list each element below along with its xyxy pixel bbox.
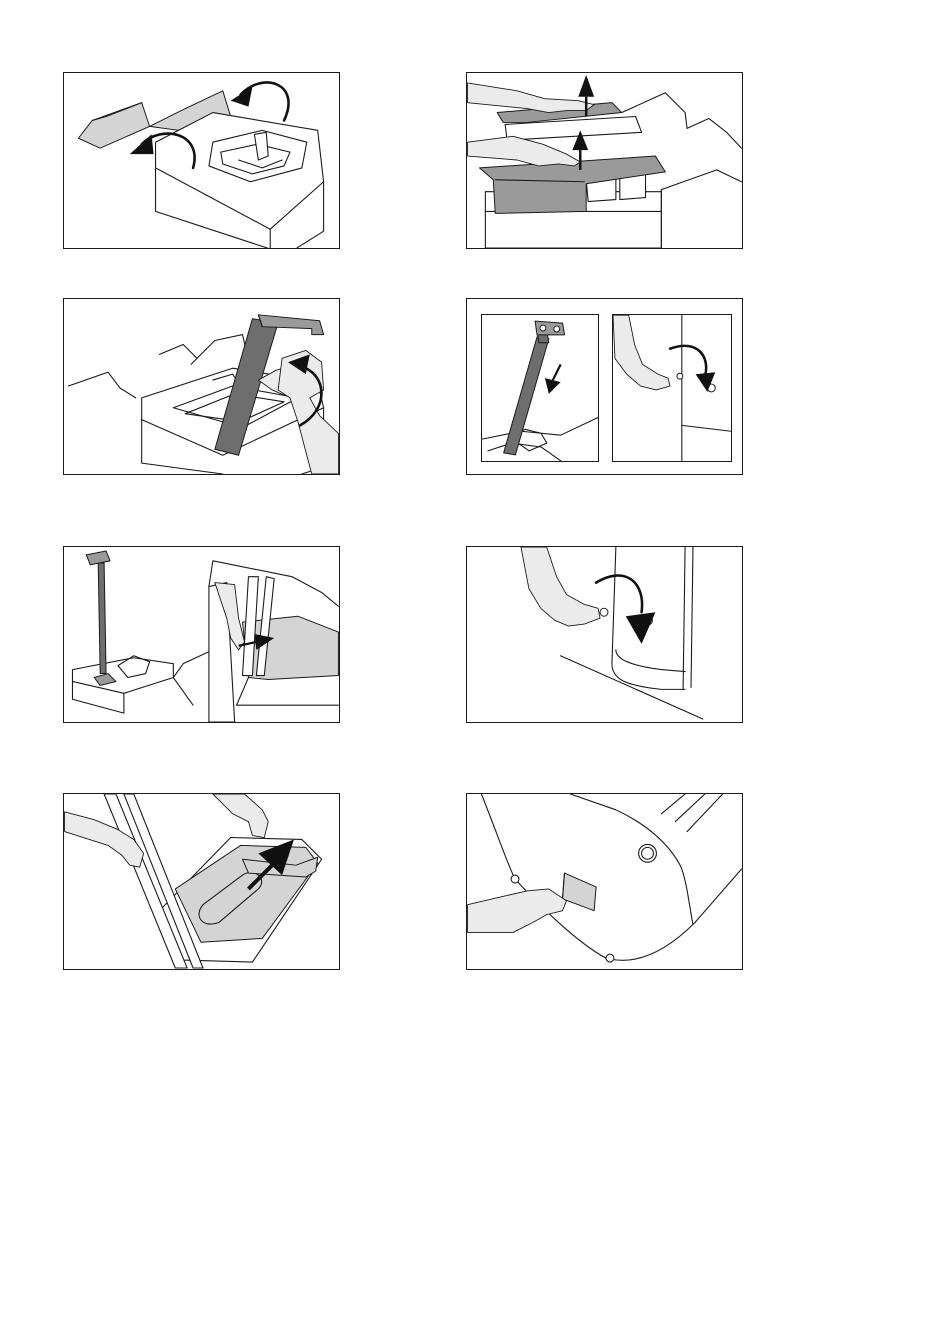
hand-icon: [468, 83, 595, 113]
figure-4-left-insert-column: [481, 314, 599, 462]
hand-icon: [468, 889, 567, 933]
lift-cover-illustration: [467, 73, 742, 248]
hand-icon: [65, 812, 144, 867]
remove-label-illustration: [467, 794, 742, 969]
curved-arrow-icon: [670, 346, 715, 392]
figure-7-lift-platform: [63, 793, 340, 970]
figure-3-lift-column: [63, 298, 340, 475]
figure-1-open-box: [63, 72, 340, 249]
remove-insert-illustration: [64, 547, 339, 722]
hand-icon: [213, 794, 268, 838]
figure-2-lift-cover: [466, 72, 743, 249]
hand-icon: [613, 315, 670, 390]
curved-arrow-icon: [231, 82, 289, 120]
figure-8-remove-label: [466, 793, 743, 970]
lift-platform-illustration: [64, 794, 339, 969]
figure-4-right-turn-screw: [612, 314, 732, 462]
figure-6-tighten-screw: [466, 546, 743, 723]
figure-5-remove-insert: [63, 546, 340, 723]
tighten-screw-illustration: [467, 547, 742, 722]
open-box-flaps-illustration: [64, 73, 339, 248]
figure-4-column-and-screw: [466, 298, 743, 475]
down-arrow-icon: [545, 364, 561, 393]
hand-icon: [468, 136, 581, 166]
lift-column-illustration: [64, 299, 339, 474]
hand-icon: [521, 547, 600, 626]
